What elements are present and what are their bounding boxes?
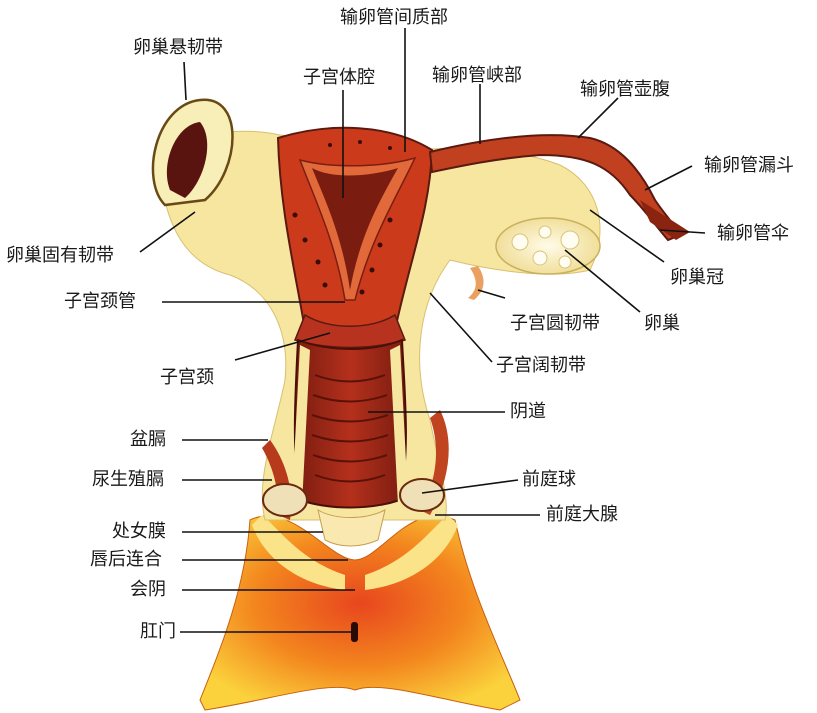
label-uterine-cavity: 子宫体腔 — [303, 68, 375, 88]
vestibular-bulb-right — [400, 479, 444, 511]
label-epoophoron: 卵巢冠 — [670, 268, 724, 288]
label-isthmus: 输卵管峡部 — [432, 66, 522, 86]
anus-shape — [351, 622, 358, 642]
label-perineum: 会阴 — [130, 580, 166, 600]
label-ovarian-suspensory-ligament: 卵巢悬韧带 — [133, 38, 223, 58]
label-infundibulum: 输卵管漏斗 — [704, 156, 794, 176]
label-ovary: 卵巢 — [644, 314, 680, 334]
label-round-ligament: 子宫圆韧带 — [510, 314, 600, 334]
label-greater-vestibular-gland: 前庭大腺 — [546, 505, 618, 525]
label-vagina: 阴道 — [510, 402, 546, 422]
label-ovarian-ligament: 卵巢固有韧带 — [6, 246, 114, 266]
label-hymen: 处女膜 — [112, 522, 166, 542]
label-interstitial-part: 输卵管间质部 — [340, 8, 448, 28]
label-broad-ligament: 子宫阔韧带 — [496, 356, 586, 376]
label-fimbriae: 输卵管伞 — [717, 224, 789, 244]
label-vestibular-bulb: 前庭球 — [522, 470, 576, 490]
label-ampulla: 输卵管壶腹 — [580, 80, 670, 100]
label-cervical-canal: 子宫颈管 — [64, 292, 136, 312]
label-anus: 肛门 — [140, 622, 176, 642]
round-ligament-stub — [468, 266, 484, 300]
label-pelvic-diaphragm: 盆膈 — [130, 430, 166, 450]
label-urogenital-diaphragm: 尿生殖膈 — [92, 470, 164, 490]
label-posterior-commissure: 唇后连合 — [90, 550, 162, 570]
vestibular-bulb-left — [263, 484, 307, 516]
label-cervix: 子宫颈 — [160, 368, 214, 388]
